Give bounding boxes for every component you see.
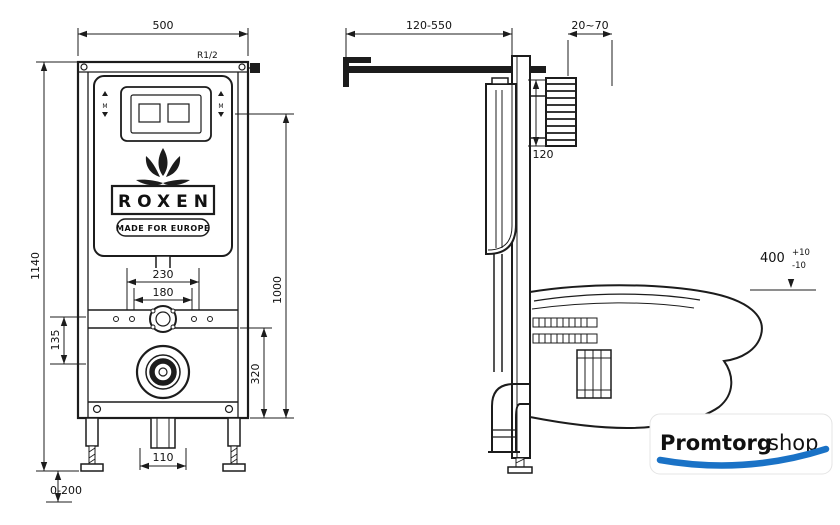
dim-wall-gap-20-70: 20~70	[568, 19, 612, 38]
svg-text:-10: -10	[792, 261, 806, 271]
dim-bracket-120: 120	[528, 79, 554, 161]
leg-left	[80, 417, 104, 472]
svg-text:M: M	[102, 103, 107, 110]
corner-bolt	[80, 63, 88, 71]
dim-arm-120-550: 120-550	[345, 19, 513, 57]
dim-outlet-height-320: 320	[240, 327, 272, 418]
cistern-side	[485, 77, 517, 255]
svg-text:1140: 1140	[29, 252, 42, 280]
svg-text:135: 135	[49, 330, 62, 351]
svg-text:320: 320	[249, 364, 262, 385]
dim-outlet-offset-135: 135	[49, 316, 86, 365]
rail-bolt	[224, 404, 234, 414]
foot-plate	[222, 463, 246, 472]
mounting-rods	[532, 317, 598, 344]
dim-height-1140: 1140	[29, 61, 79, 472]
toilet-bowl-side	[529, 284, 763, 430]
logo-swoosh	[656, 445, 830, 469]
dim-leg-adjust: 0-200	[46, 471, 82, 503]
bottom-bracket	[150, 417, 176, 449]
svg-text:180: 180	[153, 286, 174, 299]
front-view: R1/2 M M	[29, 19, 294, 503]
svg-text:110: 110	[153, 451, 174, 464]
side-view: 120-550 20~70 120 400 +10 -10	[343, 19, 816, 474]
plate-mark-left: M	[102, 91, 108, 117]
rail-bolt	[92, 404, 102, 414]
svg-text:120: 120	[533, 148, 554, 161]
dim-drain-width-110: 110	[139, 448, 187, 470]
wall-mount-block	[530, 40, 613, 147]
svg-text:1000: 1000	[271, 276, 284, 304]
brand-name: ROXEN	[118, 192, 214, 212]
tagline-box	[116, 218, 210, 237]
flush-pipe-side	[493, 254, 503, 372]
svg-text:230: 230	[153, 268, 174, 281]
svg-text:400: 400	[760, 251, 785, 266]
corner-bolt	[238, 63, 246, 71]
svg-text:120-550: 120-550	[406, 19, 452, 32]
cistern-front: M M ROXEN MADE FOR EUROPE	[93, 75, 233, 271]
svg-text:M: M	[218, 103, 223, 110]
plate-mark-right: M	[218, 91, 224, 117]
brand-tagline: MADE FOR EUROPE	[116, 224, 210, 233]
waste-outlet	[135, 344, 191, 400]
waste-connector	[576, 349, 612, 399]
wall-bracket-arm	[343, 57, 546, 87]
promtorg-logo: Promtorg shop	[649, 413, 833, 475]
waste-elbow	[488, 383, 556, 453]
foot-plate-side	[507, 466, 533, 474]
inlet-label: R1/2	[197, 51, 218, 61]
svg-text:500: 500	[153, 19, 174, 32]
dim-plate-height-1000: 1000	[235, 113, 294, 419]
water-inlet-fitting	[250, 63, 260, 73]
leg-right	[222, 417, 246, 472]
svg-text:0-200: 0-200	[50, 484, 82, 497]
dim-rough-width-230: 230	[126, 268, 200, 310]
flush-button-left	[138, 103, 161, 123]
foot-plate	[80, 463, 104, 472]
svg-text:20~70: 20~70	[571, 19, 608, 32]
dim-width-500: 500	[77, 19, 249, 56]
lotus-icon	[136, 148, 190, 186]
dim-bowl-height-400: 400 +10 -10	[750, 248, 816, 291]
dim-inner-width-180: 180	[133, 286, 193, 310]
crossbar	[88, 305, 238, 333]
logo-text-bold: Promtorg	[660, 431, 772, 455]
flush-button-right	[167, 103, 190, 123]
brand-box	[110, 184, 216, 216]
svg-text:+10: +10	[792, 248, 810, 258]
